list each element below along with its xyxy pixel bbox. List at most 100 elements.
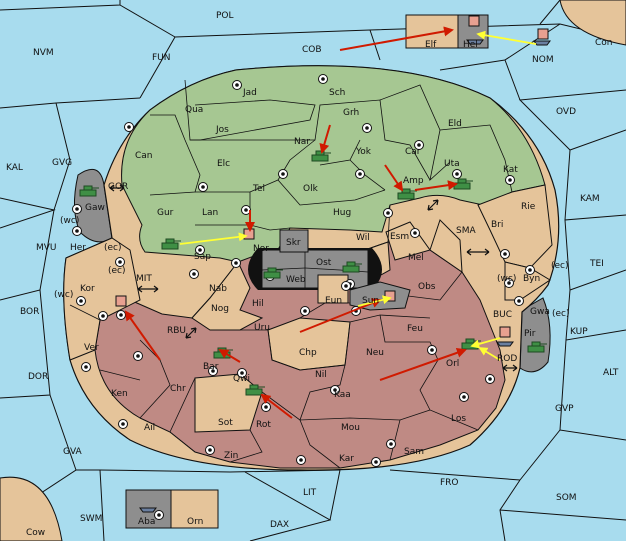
label-tei: TEI — [589, 259, 604, 269]
label-nvm: NVM — [33, 48, 54, 58]
label-jos: Jos — [215, 125, 229, 135]
label-cow: Cow — [26, 528, 45, 538]
label-nom: NOM — [532, 55, 554, 65]
label-fun: FUN — [152, 53, 171, 63]
label-alt: ALT — [603, 368, 619, 378]
label-kor-ec: (ec) — [108, 266, 126, 276]
region-sun — [349, 281, 411, 311]
label-eun: Eun — [325, 296, 342, 306]
red-labels: Obs Sun Uru Feu Chp Neu Ail Ken Chr Bar … — [111, 282, 466, 464]
region-orn — [170, 489, 219, 529]
tank-icon — [245, 384, 265, 396]
label-gva: GVA — [63, 447, 83, 457]
sea-labels: POL NVM FUN COB Con NOM OVD KAL GVG GOR … — [6, 11, 619, 538]
label-lit: LIT — [303, 488, 317, 498]
unit-marker-icon — [243, 228, 255, 240]
label-uta: Uta — [444, 159, 460, 169]
label-nil: Nil — [315, 370, 327, 380]
label-kor: Kor — [80, 284, 95, 294]
label-byn-ec: (ec) — [551, 261, 569, 271]
label-skr: Skr — [286, 238, 301, 248]
central-hub — [248, 229, 382, 304]
label-ail: Ail — [144, 423, 155, 433]
label-kat: Kat — [503, 165, 518, 175]
label-kup: KUP — [570, 327, 588, 337]
label-dax: DAX — [270, 520, 289, 530]
label-bar: Bar — [203, 362, 219, 372]
tank-icon — [342, 261, 362, 273]
tank-icon — [263, 267, 283, 279]
label-can: Can — [135, 151, 153, 161]
label-feu: Feu — [407, 324, 423, 334]
label-uru: Uru — [254, 323, 270, 333]
label-sch: Sch — [329, 88, 345, 98]
label-aba: Aba — [138, 517, 155, 527]
label-elc: Elc — [217, 159, 230, 169]
label-qwi: Qwi — [233, 374, 250, 384]
label-amp: Amp — [403, 176, 424, 186]
label-nor: Nor — [253, 244, 269, 254]
strait-markers — [109, 184, 518, 372]
label-zin: Zin — [224, 451, 238, 461]
label-grh: Grh — [343, 108, 359, 118]
label-dor: DOR — [28, 372, 48, 382]
ship-icon — [533, 40, 551, 46]
label-kar: Kar — [339, 454, 354, 464]
tank-icon — [161, 238, 181, 250]
green-labels: Jad Sch Qua Jos Grh Eld Can Elc Nar Yok … — [135, 88, 518, 262]
label-kam: KAM — [580, 194, 600, 204]
support-orders — [179, 30, 537, 361]
label-buc: BUC — [493, 310, 512, 320]
label-eld: Eld — [448, 119, 462, 129]
label-neu: Neu — [366, 348, 384, 358]
label-rot: Rot — [256, 420, 271, 430]
label-gvp: GVP — [555, 404, 574, 414]
label-car: Car — [405, 147, 421, 157]
label-tel: Tel — [252, 184, 265, 194]
label-hil: Hil — [252, 299, 264, 309]
label-her-wc: (wc) — [60, 216, 79, 226]
label-sap: Sap — [194, 252, 211, 262]
label-cob: COB — [302, 45, 322, 55]
label-mou: Mou — [341, 423, 360, 433]
label-rie: Rie — [521, 202, 536, 212]
label-rod: ROD — [497, 354, 517, 364]
label-som: SOM — [556, 493, 577, 503]
unit-marker-icon — [499, 326, 511, 338]
label-ver: Ver — [84, 343, 99, 353]
label-mvu: MVU — [36, 243, 57, 253]
label-sma: SMA — [456, 226, 476, 236]
label-nar: Nar — [294, 137, 310, 147]
label-orn: Orn — [187, 517, 203, 527]
label-bri: Bri — [491, 220, 503, 230]
label-con: Con — [595, 38, 613, 48]
ship-icon — [496, 341, 514, 347]
label-gwa-ec: (ec) — [552, 309, 570, 319]
label-hug: Hug — [333, 208, 351, 218]
units — [79, 15, 551, 513]
label-lan: Lan — [202, 208, 218, 218]
label-gvg: GVG — [52, 158, 72, 168]
label-ost: Ost — [316, 258, 332, 268]
label-orl: Orl — [446, 359, 459, 369]
label-chp: Chp — [299, 348, 317, 358]
unit-marker-icon — [115, 295, 127, 307]
label-mel: Mel — [408, 253, 424, 263]
unit-marker-icon — [537, 28, 549, 40]
label-sam: Sam — [404, 447, 424, 457]
label-rbu: RBU — [167, 326, 186, 336]
label-yok: Yok — [355, 147, 372, 157]
label-qua: Qua — [185, 105, 203, 115]
coast-labels: (ec) (wc) (wc) (ec) (ec) — [54, 261, 570, 319]
label-nab: Nab — [209, 284, 227, 294]
label-kaa: Kaa — [334, 390, 351, 400]
label-nog: Nog — [211, 304, 229, 314]
unit-marker-icon — [468, 15, 480, 27]
ship-icon — [466, 39, 484, 45]
label-mit: MIT — [136, 274, 152, 284]
label-olk: Olk — [303, 184, 319, 194]
label-swm: SWM — [80, 514, 102, 524]
region-pir — [519, 297, 551, 373]
move-orders — [124, 26, 467, 419]
label-fro: FRO — [440, 478, 459, 488]
